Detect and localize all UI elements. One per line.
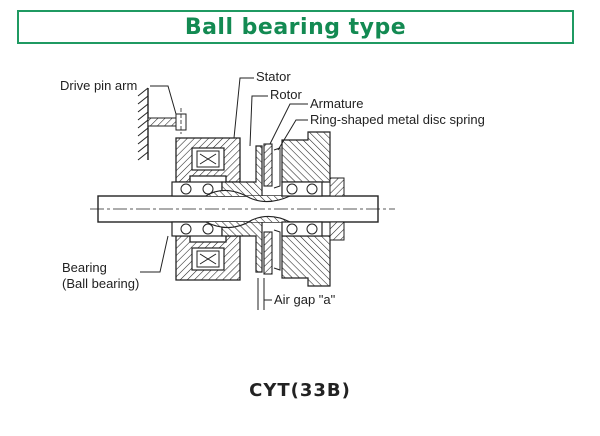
- title-box: Ball bearing type: [17, 10, 574, 44]
- label-disc-spring: Ring-shaped metal disc spring: [310, 112, 485, 127]
- mounting-wall: [137, 87, 187, 161]
- armature: [263, 143, 281, 275]
- shaft: [90, 195, 395, 223]
- label-bearing: Bearing: [62, 260, 107, 275]
- stator-lower: [175, 235, 241, 281]
- page-title: Ball bearing type: [184, 14, 407, 40]
- hub-right: [281, 131, 345, 287]
- label-air-gap: Air gap "a": [274, 292, 336, 307]
- label-rotor: Rotor: [270, 87, 302, 102]
- label-ball-bearing: (Ball bearing): [62, 276, 139, 291]
- label-armature: Armature: [310, 96, 363, 111]
- bearing-left: [171, 181, 223, 237]
- label-stator: Stator: [256, 69, 291, 84]
- label-drive-pin-arm: Drive pin arm: [60, 78, 137, 93]
- stator-upper: [175, 137, 241, 183]
- rotor: [205, 145, 291, 273]
- leader-lines: [140, 77, 308, 310]
- model-label: CYT(33B): [249, 380, 351, 401]
